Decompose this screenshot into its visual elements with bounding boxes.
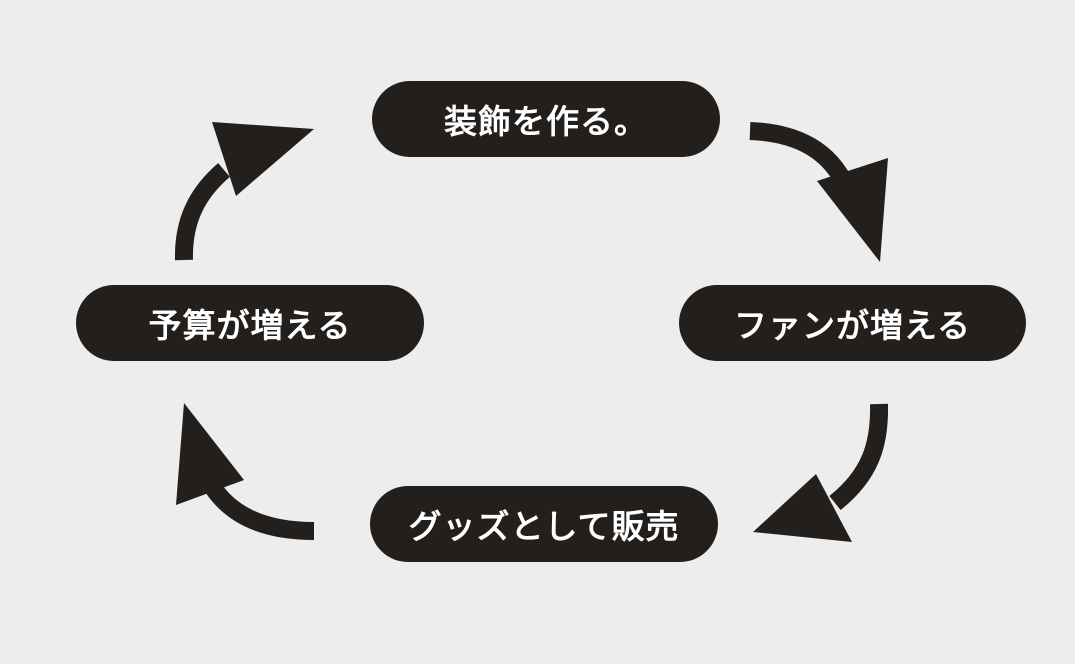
arrow-bottom-to-left: [176, 403, 315, 540]
node-label: 予算が増える: [148, 306, 352, 345]
arrow-top-to-right: [749, 122, 888, 262]
node-fans-increase: ファンが増える: [679, 285, 1026, 361]
node-label: ファンが増える: [733, 306, 971, 345]
node-make-decorations: 装飾を作る。: [372, 81, 720, 157]
node-label: 装飾を作る。: [444, 102, 648, 141]
node-label: グッズとして販売: [408, 507, 680, 546]
node-budget-increases: 予算が増える: [76, 285, 424, 361]
node-sell-as-goods: グッズとして販売: [370, 486, 718, 562]
arrow-left-to-top: [174, 122, 314, 261]
arrow-right-to-bottom: [753, 403, 889, 542]
